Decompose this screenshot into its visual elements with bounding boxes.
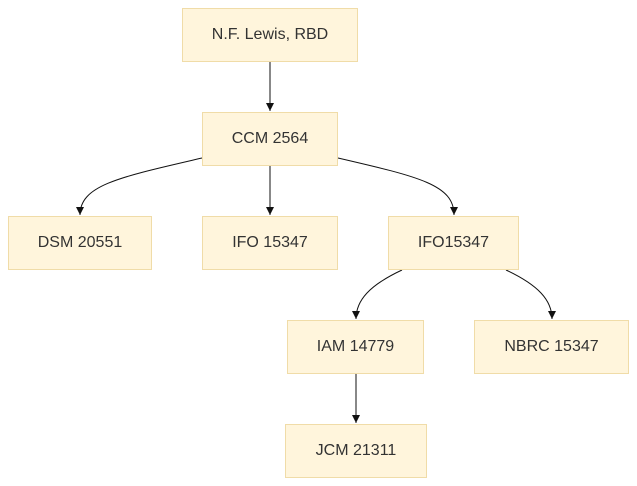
edge-n5-n6	[352, 269, 403, 320]
node-label: CCM 2564	[231, 130, 309, 147]
edge-n2-n3	[76, 157, 203, 216]
node-dsm-20551: DSM 20551	[8, 216, 152, 270]
node-iam-14779: IAM 14779	[287, 320, 424, 374]
edge-n2-n5	[337, 157, 458, 216]
node-ifo15347: IFO15347	[388, 216, 519, 270]
node-label: DSM 20551	[37, 234, 123, 251]
node-label: IAM 14779	[316, 338, 395, 355]
edge-n5-n7	[505, 269, 556, 320]
node-label: N.F. Lewis, RBD	[211, 26, 329, 43]
node-label: JCM 21311	[315, 442, 397, 459]
node-label: IFO15347	[417, 234, 490, 251]
node-jcm-21311: JCM 21311	[285, 424, 427, 478]
node-label: IFO 15347	[232, 234, 308, 251]
node-label: NBRC 15347	[504, 338, 599, 355]
node-ifo-15347: IFO 15347	[202, 216, 338, 270]
node-nbrc-15347: NBRC 15347	[474, 320, 629, 374]
node-nf-lewis-rbd: N.F. Lewis, RBD	[182, 8, 358, 62]
node-ccm-2564: CCM 2564	[202, 112, 338, 166]
